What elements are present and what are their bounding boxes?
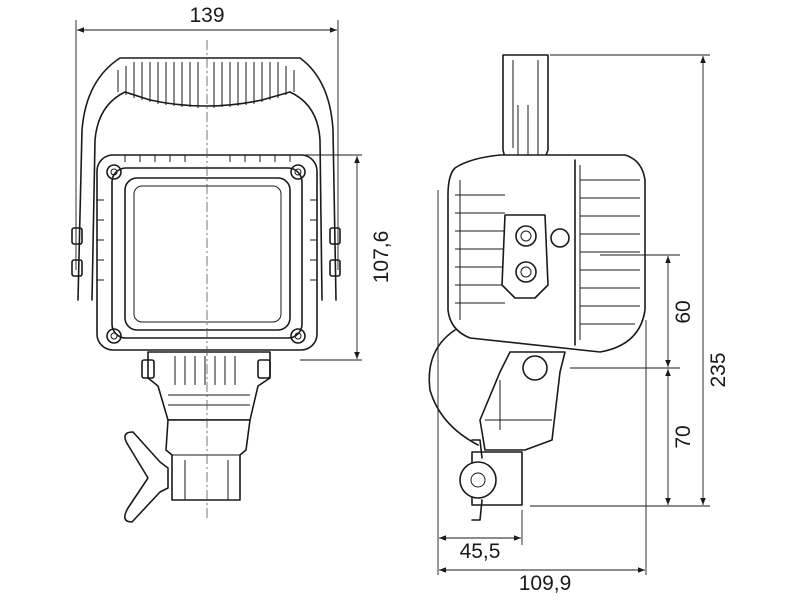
dim-label-front-width: 139 [189,4,224,27]
front-bracket-nut-left [141,359,155,379]
front-view [71,40,341,523]
front-handle-inner [91,91,323,301]
front-stem [165,419,251,501]
side-mount-pivot [522,355,548,381]
side-fins-right [459,165,640,340]
front-lens-inner [133,185,282,323]
dim-label-side-upper-height: 60 [672,300,695,323]
side-handle-plate [501,214,549,299]
dim-label-side-depth: 109,9 [519,572,572,595]
front-housing-fins [97,155,317,281]
side-wing-nut [459,461,497,499]
front-bracket [147,351,271,421]
side-bolt-upper [515,225,537,247]
front-side-knobs [71,227,341,277]
dim-label-side-lower-height: 70 [672,425,695,448]
side-cable [428,329,479,446]
side-dimensions: 45,5 109,9 60 70 235 [437,54,730,595]
front-corner-screws [106,164,306,344]
front-handle-ribs [117,62,295,108]
dim-label-side-mount-offset: 45,5 [460,540,501,563]
side-bolt-lower [515,261,537,283]
front-bracket-nut-right [257,359,271,379]
side-fins-left [455,194,505,304]
front-handle-outer [77,57,337,301]
front-lens [124,177,291,331]
front-wing-nut [124,431,169,523]
front-dimensions: 139 107,6 [75,4,393,361]
side-bolt-housing [550,228,570,248]
side-view [428,54,646,521]
dim-label-front-height: 107,6 [370,231,393,284]
dim-label-side-total-height: 235 [707,352,730,387]
